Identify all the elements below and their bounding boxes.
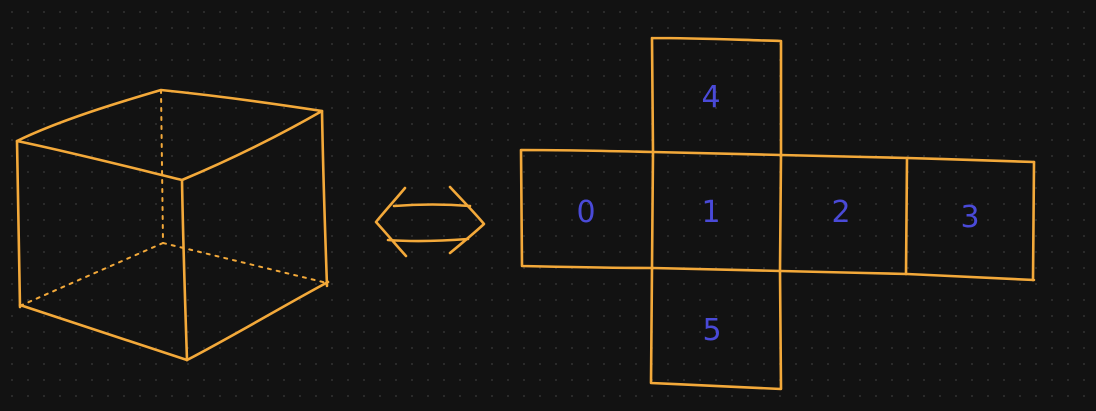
cube-edge-bottom-left — [18, 303, 189, 362]
double-arrow-icon — [374, 185, 486, 258]
net-face-4-outline — [650, 36, 783, 158]
cube-edge-front-middle — [180, 178, 189, 362]
cube-hidden-edge-right — [162, 242, 328, 284]
cube-edge-front-left — [15, 139, 22, 309]
double-arrow-left-head — [374, 186, 408, 258]
net-face-label-5: 5 — [702, 313, 722, 348]
net-face-5-outline — [649, 266, 783, 391]
net-face-label-4: 4 — [701, 80, 721, 115]
double-arrow-lower-bar — [386, 237, 470, 243]
cube-edge-front-right — [320, 109, 329, 288]
net-face-label-1: 1 — [701, 195, 721, 230]
cube-edge-bottom-right — [185, 280, 330, 362]
net-face-3-right-edge — [1031, 160, 1036, 282]
cube-wireframe — [15, 88, 330, 362]
net-divider-3 — [904, 156, 909, 276]
cube-top-face — [15, 88, 324, 182]
net-middle-bottom-edge — [651, 266, 1036, 282]
net-face-0-outline — [519, 148, 655, 270]
double-arrow-upper-bar — [392, 203, 472, 208]
net-middle-top-edge — [651, 150, 1036, 164]
net-face-label-0: 0 — [576, 195, 596, 230]
double-arrow-right-head — [448, 185, 486, 255]
net-face-label-3: 3 — [960, 200, 980, 235]
cube-hidden-edge-vertical — [160, 89, 164, 244]
cube-hidden-edge-left — [21, 242, 164, 306]
net-face-label-2: 2 — [831, 195, 851, 230]
net-divider-1 — [650, 150, 655, 270]
cube-net — [519, 36, 1036, 391]
net-divider-2 — [778, 153, 783, 273]
